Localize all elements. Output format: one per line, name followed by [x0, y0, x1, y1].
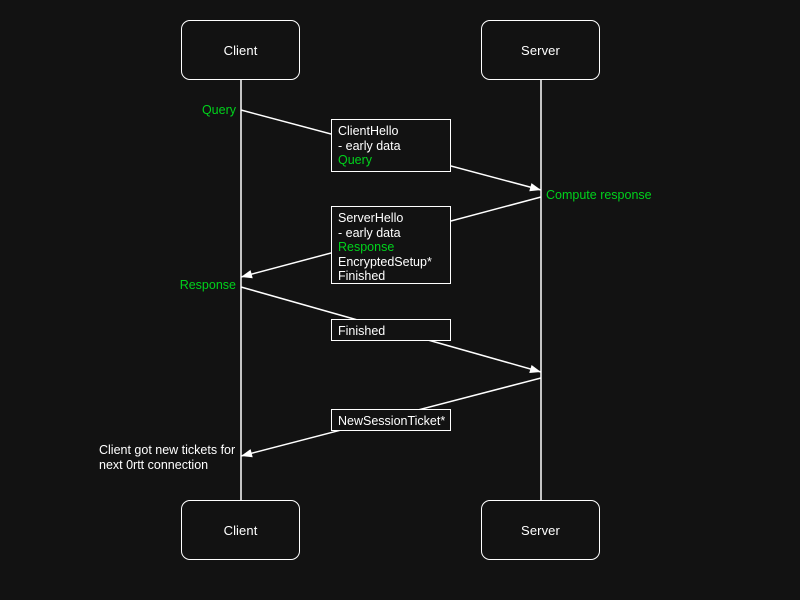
message-note-line: ServerHello [338, 211, 404, 225]
arrowhead-finished [529, 364, 541, 374]
message-note-line: Finished [338, 324, 386, 338]
participant-label: Server [521, 522, 560, 538]
query-label: Query [201, 103, 236, 117]
arrowhead-serverhello [241, 270, 253, 279]
message-note-newsessionticket[interactable]: NewSessionTicket* [331, 409, 451, 431]
arrowhead-clienthello [529, 183, 541, 192]
message-note-line: NewSessionTicket* [338, 414, 446, 428]
participant-label: Server [521, 42, 560, 58]
message-note-line: EncryptedSetup* [338, 254, 432, 269]
participant-client-top[interactable]: Client [181, 20, 300, 80]
message-note-line: - early data [338, 225, 401, 240]
message-note-line: Finished [338, 269, 386, 284]
message-note-line: Query [338, 153, 373, 168]
arrowhead-newsessionticket [241, 449, 253, 458]
message-note-line: ClientHello [338, 124, 399, 138]
participant-label: Client [223, 42, 258, 58]
compute-response-label: Compute response [546, 188, 652, 202]
message-note-line: - early data [338, 138, 401, 153]
message-note-line: Response [338, 240, 395, 255]
participant-server-top[interactable]: Server [481, 20, 600, 80]
message-note-finished[interactable]: Finished [331, 319, 451, 341]
participant-server-bottom[interactable]: Server [481, 500, 600, 560]
participant-label: Client [223, 522, 258, 538]
participant-client-bottom[interactable]: Client [181, 500, 300, 560]
client-tickets-label: Client got new tickets for next 0rtt con… [99, 443, 236, 472]
response-label: Response [179, 278, 236, 292]
